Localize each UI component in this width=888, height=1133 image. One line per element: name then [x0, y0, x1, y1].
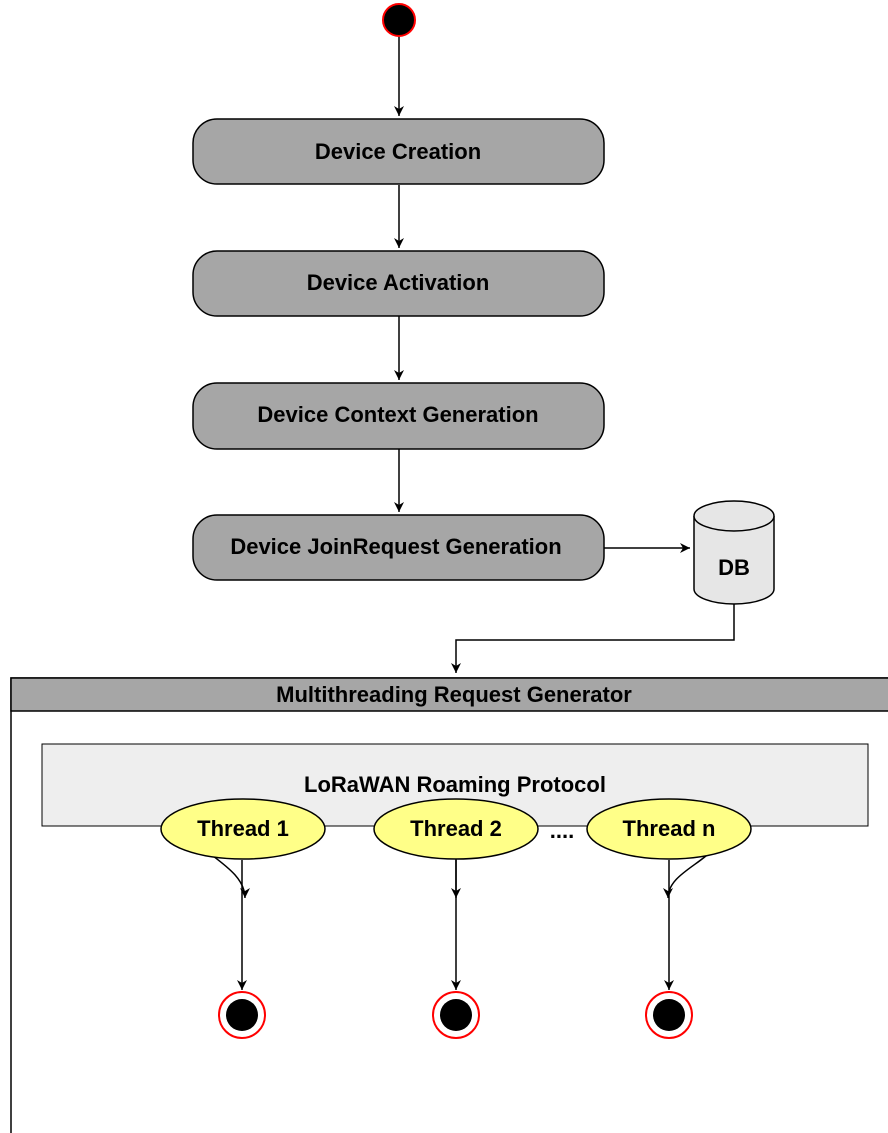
step-device-activation: Device Activation [192, 250, 605, 317]
end-node-2 [432, 991, 480, 1039]
thread-2-label: Thread 2 [410, 816, 502, 841]
step-device-activation-label: Device Activation [307, 270, 490, 295]
database-label: DB [718, 555, 750, 580]
thread-1-label: Thread 1 [197, 816, 289, 841]
thread-n-label: Thread n [623, 816, 716, 841]
step-device-creation: Device Creation [192, 118, 605, 185]
thread-1-shape [160, 798, 326, 860]
thread-ellipsis: .... [550, 818, 574, 843]
edge-db-to-generator [451, 604, 735, 673]
end-node-1 [218, 991, 266, 1039]
step-device-context-generation-label: Device Context Generation [257, 402, 538, 427]
protocol-label: LoRaWAN Roaming Protocol [304, 772, 606, 797]
step-device-joinrequest-generation-label: Device JoinRequest Generation [230, 534, 561, 559]
generator-title: Multithreading Request Generator [276, 682, 632, 707]
thread-n-shape [586, 798, 752, 860]
step-device-context-generation: Device Context Generation [192, 382, 605, 450]
step-device-creation-label: Device Creation [315, 139, 481, 164]
generator-header [10, 677, 888, 712]
end-node-n [645, 991, 693, 1039]
database-cylinder: DB [693, 500, 775, 605]
start-node [382, 3, 416, 37]
step-device-joinrequest-generation: Device JoinRequest Generation [192, 514, 605, 581]
thread-2-shape [373, 798, 539, 860]
